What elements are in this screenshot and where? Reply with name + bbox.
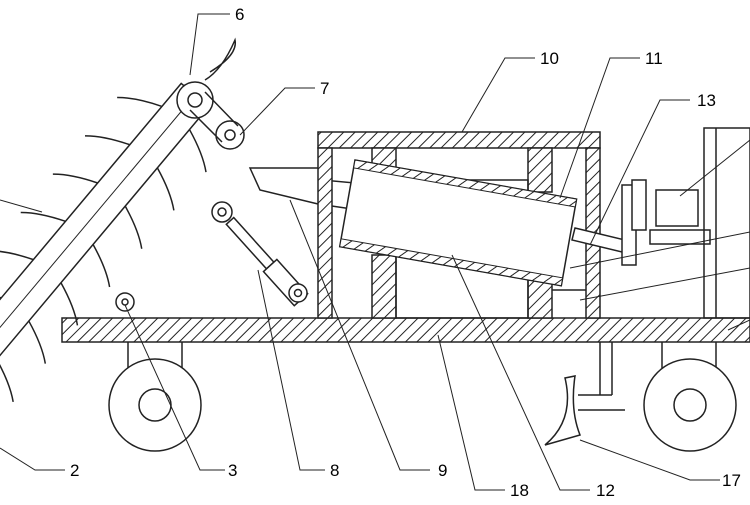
auger-flights [0,96,207,403]
label-11: 11 [645,49,663,68]
label-2: 2 [70,461,79,480]
leader-lines [0,13,750,491]
right-wheel [643,358,737,452]
top-pulley [176,37,245,150]
label-7: 7 [320,79,329,98]
left-wheel [108,358,202,452]
base-frame [61,317,750,368]
label-12: 12 [596,481,615,500]
label-6: 6 [235,5,244,24]
rotary-drum [338,159,578,287]
housing [317,131,601,319]
label-8: 8 [330,461,339,480]
idler-roller [115,292,135,312]
label-18: 18 [510,481,529,500]
label-17: 17 [722,471,741,490]
right-frame [703,127,750,319]
scraper-blade [544,342,625,446]
drive-motor [571,179,711,266]
label-9: 9 [438,461,447,480]
label-13: 13 [697,91,716,110]
label-10: 10 [540,49,559,68]
hydraulic-cylinder [211,201,309,307]
auger-conveyor [0,37,245,403]
label-3: 3 [228,461,237,480]
